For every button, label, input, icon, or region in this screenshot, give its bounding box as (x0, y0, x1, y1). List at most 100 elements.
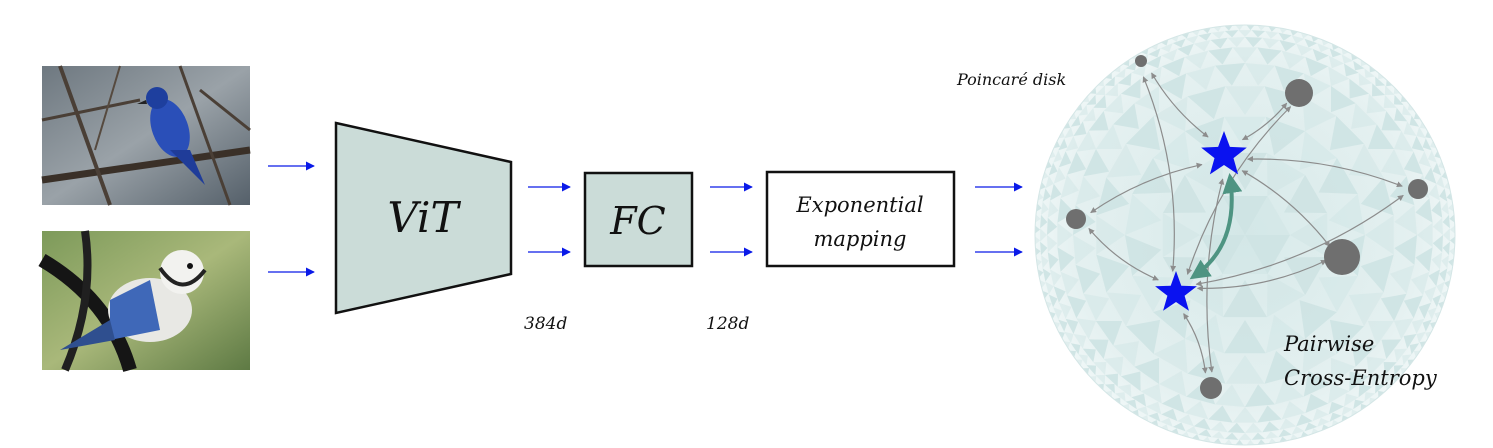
vit-to-fc-arrows (528, 182, 571, 257)
tessellation-tile (1274, 65, 1304, 91)
tessellation-tile (1073, 101, 1083, 111)
tessellation-tile (1065, 318, 1079, 334)
embedding-nodes (1066, 55, 1428, 399)
tessellation-tile (1305, 57, 1329, 77)
tessellation-tile (1146, 55, 1162, 69)
tessellation-tile (1048, 294, 1058, 308)
tessellation-tile (1136, 406, 1149, 416)
tessellation-tile (1103, 70, 1112, 80)
tessellation-tile (1279, 418, 1297, 430)
tessellation-tile (1409, 115, 1420, 127)
tessellation-tile (1041, 255, 1049, 269)
node-dot-icon (1200, 377, 1222, 399)
tessellation-tile (1117, 72, 1132, 86)
tessellation-tile (1117, 384, 1132, 398)
tessellation-tile (1262, 37, 1280, 49)
tessellation-tile (1047, 235, 1058, 253)
tessellation-tile (1291, 35, 1305, 44)
node-dot-icon (1066, 209, 1086, 229)
tessellation-tile (1184, 401, 1209, 420)
fc-label: FC (609, 199, 665, 243)
tessellation-tile (1369, 63, 1379, 73)
tessellation-tile (1215, 384, 1245, 407)
tessellation-tile (1385, 85, 1395, 95)
tessellation-tile (1278, 429, 1292, 438)
tessellation-tile (1329, 116, 1364, 151)
tessellation-tile (1341, 54, 1354, 64)
tessellation-tile (1070, 343, 1081, 355)
tessellation-tile (1053, 307, 1063, 320)
tessellation-tile (1367, 124, 1394, 149)
tessellation-tile (1042, 188, 1051, 202)
backbone-dim-label: 384d (524, 314, 567, 334)
tessellation-tile (1407, 101, 1417, 111)
tessellation-tile (1238, 30, 1252, 37)
tessellation-tile (1082, 348, 1096, 363)
tessellation-tile (1096, 321, 1123, 346)
tessellation-tile (1381, 111, 1402, 131)
tessellation-tile (1040, 214, 1048, 229)
tessellation-tile (1040, 241, 1048, 256)
tessellation-tile (1224, 432, 1239, 440)
tessellation-tile (1358, 384, 1373, 398)
tessellation-tile (1047, 217, 1058, 235)
tessellation-tile (1262, 421, 1280, 433)
disk-title: Poincaré disk (956, 70, 1066, 89)
tessellation-tile (1088, 339, 1109, 359)
tessellation-tile (1403, 151, 1423, 175)
pair-edge (1241, 170, 1331, 248)
tessellation-tile (1245, 422, 1263, 433)
tessellation-tile (1223, 280, 1267, 318)
pair-edge (1090, 162, 1203, 214)
tessellation-tile (1078, 354, 1088, 366)
tessellation-tile (1329, 48, 1342, 58)
input-image-1 (41, 65, 251, 206)
tessellation-tile (1058, 151, 1072, 168)
tessellation-tile (1427, 307, 1437, 320)
node-dot-icon (1408, 179, 1428, 199)
tessellation-tile (1245, 37, 1263, 48)
pair-edge (1247, 156, 1403, 188)
tessellation-tile (1211, 431, 1225, 439)
tessellation-tile (1375, 76, 1386, 87)
tessellation-tile (1402, 354, 1412, 366)
input-arrows (268, 161, 315, 277)
tessellation-tile (1140, 384, 1162, 404)
tessellation-tile (1329, 319, 1364, 354)
tessellation-tile (1441, 255, 1449, 269)
tessellation-tile (1364, 392, 1376, 402)
tessellation-tile (1394, 318, 1414, 340)
tessellation-tile (1210, 37, 1228, 49)
tessellation-tile (1103, 93, 1124, 114)
tessellation-tile (1328, 384, 1350, 404)
fc-to-exp-arrows (710, 182, 753, 257)
tessellation-tile (1095, 77, 1104, 87)
tessellation-tile (1442, 241, 1450, 256)
tessellation-tile (1132, 276, 1172, 313)
tessellation-tile (1232, 407, 1258, 423)
tessellation-tile (1111, 63, 1121, 73)
tessellation-tile (1064, 331, 1074, 344)
tessellation-tile (1432, 294, 1442, 308)
tessellation-tile (1185, 426, 1199, 435)
tessellation-tile (1394, 205, 1417, 235)
tessellation-tile (1224, 320, 1266, 354)
tessellation-tile (1348, 292, 1384, 327)
tessellation-tile (1134, 357, 1159, 384)
tessellation-tile (1057, 198, 1075, 223)
tessellation-tile (1111, 397, 1121, 407)
tessellation-tile (1106, 292, 1142, 327)
tessellation-tile (1047, 200, 1059, 218)
vit-label: ViT (387, 193, 461, 242)
tessellation-tile (1087, 85, 1097, 94)
tessellation-tile (1344, 63, 1359, 77)
tessellation-tile (1349, 78, 1369, 99)
tessellation-tile (1274, 379, 1304, 405)
tessellation-tile (1105, 83, 1118, 97)
tessellation-tile (1312, 408, 1329, 422)
tessellation-tile (1058, 138, 1068, 151)
tessellation-tile (1264, 350, 1303, 384)
tessellation-tile (1161, 57, 1185, 77)
tessellation-tile (1331, 86, 1356, 113)
tessellation-tile (1042, 268, 1051, 282)
